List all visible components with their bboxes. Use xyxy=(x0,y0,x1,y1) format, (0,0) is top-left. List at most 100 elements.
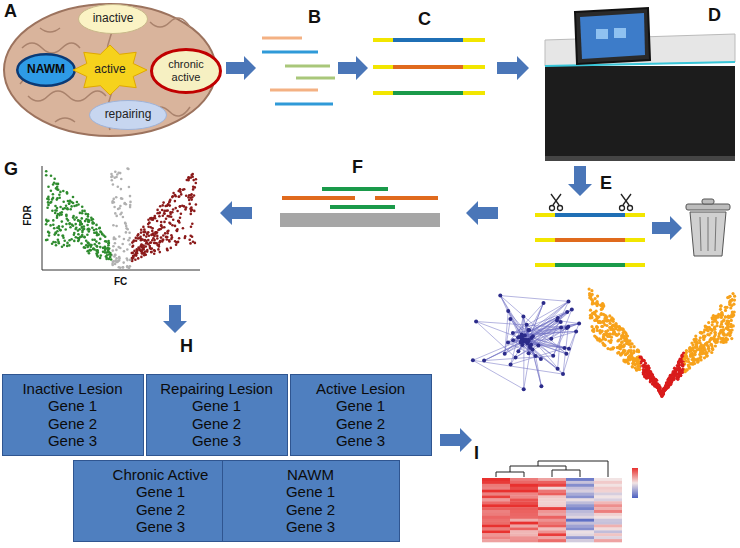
heatmap-cell xyxy=(566,533,594,536)
gene-point xyxy=(162,234,165,237)
gene-point xyxy=(719,325,722,328)
gene-point xyxy=(52,219,55,222)
sequencer-screen xyxy=(575,8,650,64)
lesion-star: active xyxy=(72,44,148,96)
gene-point xyxy=(126,248,129,251)
gene-point xyxy=(617,339,620,342)
gene-point xyxy=(83,246,86,249)
gene-point xyxy=(58,197,61,200)
gene-point xyxy=(132,252,135,255)
gene-point xyxy=(157,229,160,232)
gene-point xyxy=(58,194,61,197)
gene-point xyxy=(89,249,92,252)
gene-point xyxy=(142,231,145,234)
gene-point xyxy=(147,225,150,228)
read-alignment xyxy=(280,189,440,227)
gene-point xyxy=(97,251,100,254)
gene-point xyxy=(112,224,115,227)
network-node xyxy=(574,329,578,333)
gene-point xyxy=(140,238,143,241)
heatmap-cell xyxy=(482,536,510,539)
gene-point xyxy=(142,226,145,229)
heatmap-cell xyxy=(594,510,622,513)
heatmap-cell xyxy=(566,498,594,501)
gene-point xyxy=(688,347,691,350)
gene-point xyxy=(187,177,190,180)
gene-point xyxy=(624,353,627,356)
volcano-plot-2 xyxy=(588,288,737,399)
gene-point xyxy=(123,238,126,241)
heatmap-cell xyxy=(538,522,566,525)
gene-point xyxy=(47,231,50,234)
heatmap-cell xyxy=(482,504,510,507)
gene-point xyxy=(122,216,125,219)
adapter xyxy=(625,238,645,242)
gene-point xyxy=(73,234,76,237)
gene-point xyxy=(599,329,602,332)
gene-point xyxy=(710,337,713,340)
read xyxy=(322,187,388,191)
gene-point xyxy=(713,328,716,331)
gene-point xyxy=(121,266,124,269)
gene-point xyxy=(160,228,163,231)
gene-point xyxy=(147,223,150,226)
heatmap-cell xyxy=(510,507,538,510)
gene-point xyxy=(54,209,57,212)
heatmap-cell xyxy=(482,507,510,510)
gene-point xyxy=(49,224,52,227)
gene-point xyxy=(59,229,62,232)
gene-point xyxy=(99,227,102,230)
gene-point xyxy=(51,198,54,201)
network-edge xyxy=(529,328,567,353)
node-label: inactive xyxy=(93,12,134,26)
gene-point xyxy=(699,341,702,344)
gene-point xyxy=(154,250,157,253)
gene-point xyxy=(88,230,91,233)
gene-point xyxy=(74,228,77,231)
gene-point xyxy=(600,325,603,328)
text-area: repairing xyxy=(100,104,156,126)
gene-point xyxy=(194,186,197,189)
gene-point xyxy=(606,347,609,350)
gene-point xyxy=(122,261,125,264)
heatmap-cell xyxy=(538,487,566,490)
heatmap-cell xyxy=(566,539,594,542)
scissors-ring xyxy=(558,206,563,211)
gene-point xyxy=(629,345,632,348)
heatmap-cell xyxy=(510,527,538,530)
gene-point xyxy=(87,242,90,245)
gene-point xyxy=(170,234,173,237)
gene-point xyxy=(50,175,53,178)
gene-point xyxy=(153,253,156,256)
gene-point xyxy=(115,215,118,218)
gene-point xyxy=(708,340,711,343)
gene-point xyxy=(596,295,599,298)
gene-point xyxy=(129,195,132,198)
flow-arrow xyxy=(338,56,368,80)
gene-point xyxy=(163,212,166,215)
network-node xyxy=(567,347,571,351)
oval-shape xyxy=(79,5,148,34)
heatmap-cell xyxy=(538,525,566,528)
gene-point xyxy=(600,312,603,315)
gene-point xyxy=(54,212,57,215)
heatmap-cell xyxy=(566,478,594,481)
gene-point xyxy=(660,393,663,396)
network-edge xyxy=(500,296,525,340)
gene-point xyxy=(124,223,127,226)
heatmap-cell xyxy=(510,510,538,513)
gene-point xyxy=(70,238,73,241)
heatmap-cell xyxy=(594,516,622,519)
gene-point xyxy=(86,250,89,253)
gene-point xyxy=(726,338,729,341)
gene-point xyxy=(112,245,115,248)
gene-point xyxy=(711,347,714,350)
heatmap-cell xyxy=(566,507,594,510)
gene-point xyxy=(658,384,661,387)
gene-point xyxy=(594,297,597,300)
gene-point xyxy=(604,338,607,341)
gene-point xyxy=(176,228,179,231)
insert xyxy=(555,238,625,242)
gene-point xyxy=(150,251,153,254)
